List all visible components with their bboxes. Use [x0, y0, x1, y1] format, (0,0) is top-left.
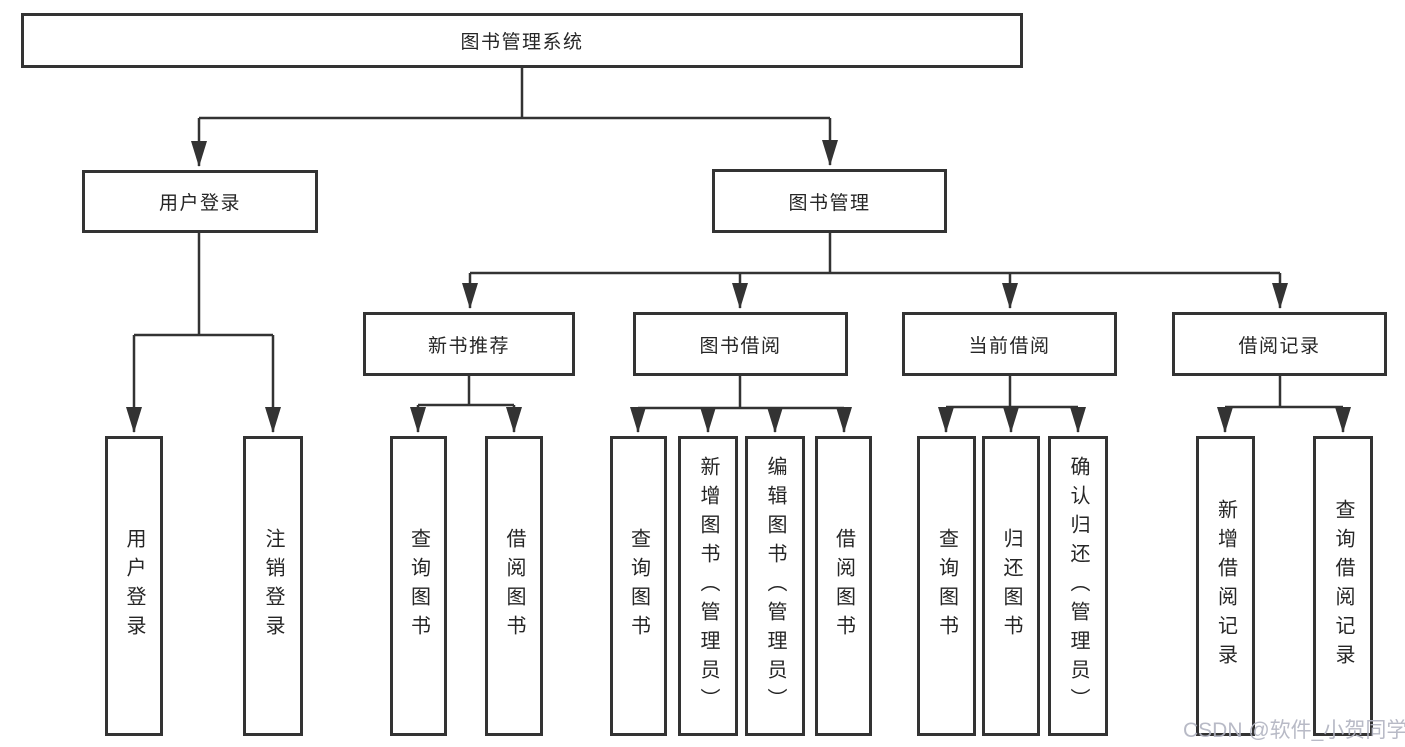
leaf-label: 用户登录	[123, 528, 145, 644]
node-user-login: 用户登录	[82, 170, 318, 233]
node-label: 新书推荐	[427, 335, 510, 357]
leaf-label: 注销登录	[262, 528, 284, 644]
node-new-book-recommendation: 新书推荐	[363, 312, 575, 376]
node-borrowing-records: 借阅记录	[1172, 312, 1387, 376]
connector-borrow-records-children	[1217, 376, 1351, 433]
leaf-label: 新增图书（管理员）	[697, 455, 719, 717]
connector-book-management-to-level3	[462, 233, 1288, 309]
leaf-label: 查询图书	[627, 528, 650, 644]
node-label: 用户登录	[158, 193, 241, 214]
node-book-borrowing: 图书借阅	[633, 312, 848, 376]
node-label: 当前借阅	[968, 335, 1051, 357]
csdn-watermark: CSDN @软件_小贺同学	[1183, 719, 1405, 742]
leaf-label: 确认归还（管理员）	[1067, 455, 1089, 717]
node-label: 图书管理	[788, 192, 871, 214]
leaf-label: 编辑图书（管理员）	[764, 455, 786, 717]
leaf-query-books-recommend: 查询图书	[390, 436, 447, 736]
leaf-edit-book-admin: 编辑图书（管理员）	[745, 436, 805, 736]
connector-user-login-children	[126, 233, 281, 433]
connector-new-book-children	[410, 376, 522, 433]
leaf-borrow-books-recommend: 借阅图书	[485, 436, 543, 736]
leaf-label: 借阅图书	[503, 528, 525, 644]
node-label: 图书借阅	[699, 335, 782, 357]
leaf-label: 借阅图书	[832, 528, 855, 644]
leaf-label: 查询图书	[407, 528, 430, 644]
connector-root-to-level2	[191, 68, 838, 167]
leaf-logout: 注销登录	[243, 436, 303, 736]
leaf-label: 归还图书	[1000, 528, 1022, 644]
leaf-user-login: 用户登录	[105, 436, 163, 736]
connector-book-borrow-children	[630, 376, 852, 433]
node-label: 图书管理系统	[460, 32, 584, 53]
leaf-query-borrow-record: 查询借阅记录	[1313, 436, 1373, 736]
node-label: 借阅记录	[1238, 335, 1321, 357]
node-library-management-system: 图书管理系统	[21, 13, 1023, 68]
leaf-add-book-admin: 新增图书（管理员）	[678, 436, 738, 736]
leaf-query-books-current: 查询图书	[917, 436, 976, 736]
leaf-label: 查询图书	[935, 528, 958, 644]
leaf-confirm-return-admin: 确认归还（管理员）	[1048, 436, 1108, 736]
leaf-add-borrow-record: 新增借阅记录	[1196, 436, 1255, 736]
leaf-label: 新增借阅记录	[1214, 499, 1237, 673]
leaf-borrow-books: 借阅图书	[815, 436, 872, 736]
node-current-borrowing: 当前借阅	[902, 312, 1117, 376]
node-book-management: 图书管理	[712, 169, 947, 233]
leaf-query-books-borrow: 查询图书	[610, 436, 667, 736]
connector-current-borrow-children	[938, 376, 1086, 433]
leaf-label: 查询借阅记录	[1332, 499, 1354, 673]
leaf-return-book: 归还图书	[982, 436, 1040, 736]
